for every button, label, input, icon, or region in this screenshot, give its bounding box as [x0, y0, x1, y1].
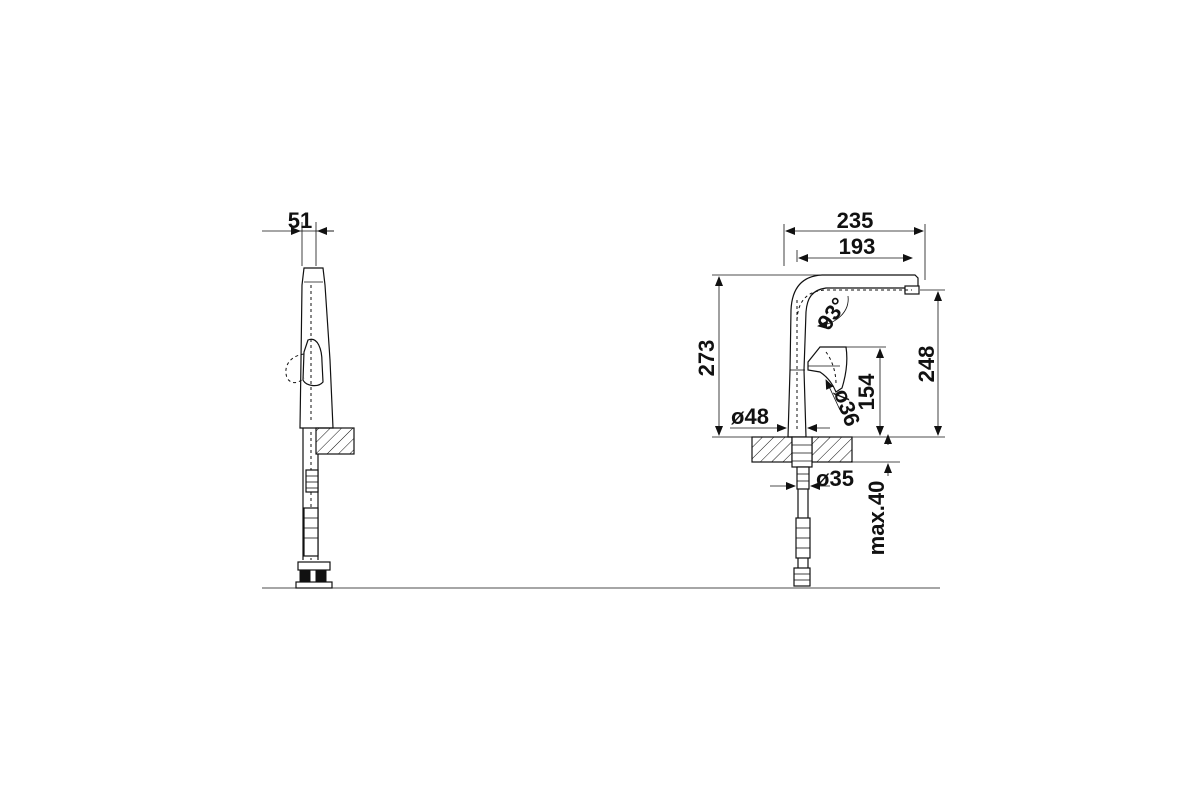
base-diameter-label: ø48: [731, 404, 769, 429]
dimension-height-154: 154: [840, 346, 886, 436]
countertop-section-side: [315, 427, 355, 455]
width-label: 51: [288, 208, 312, 233]
countertop-section-right: [811, 436, 853, 463]
countertop-section-left: [751, 436, 793, 463]
max-thickness-label: max.40: [864, 481, 889, 556]
overall-height-label: 273: [694, 340, 719, 377]
hole-diameter-label: ø35: [816, 466, 854, 491]
lever-height-label: 154: [854, 373, 879, 410]
spout-reach-label: 193: [839, 234, 876, 259]
dimension-max-thickness: max.40: [852, 434, 900, 556]
spout-height-label: 248: [914, 346, 939, 383]
dimension-length-235: 235: [783, 208, 926, 280]
hoses-side: [295, 428, 333, 589]
dimension-hole-diameter: ø35: [770, 466, 854, 491]
side-view: 51: [262, 208, 355, 589]
dimension-base-diameter: ø48: [730, 404, 830, 432]
spout-angle-label: 93°: [812, 293, 852, 335]
faucet-front-body: [787, 274, 920, 438]
dimension-reach-193: 193: [796, 234, 913, 262]
dimension-height-248: 248: [852, 289, 945, 438]
dimension-width-51: 51: [262, 208, 334, 266]
front-view: 235 193 273 248 154: [694, 208, 945, 587]
angle-93: 93°: [812, 293, 852, 335]
faucet-side-body: [285, 267, 334, 429]
overall-length-label: 235: [837, 208, 874, 233]
hoses-front: [791, 436, 813, 587]
